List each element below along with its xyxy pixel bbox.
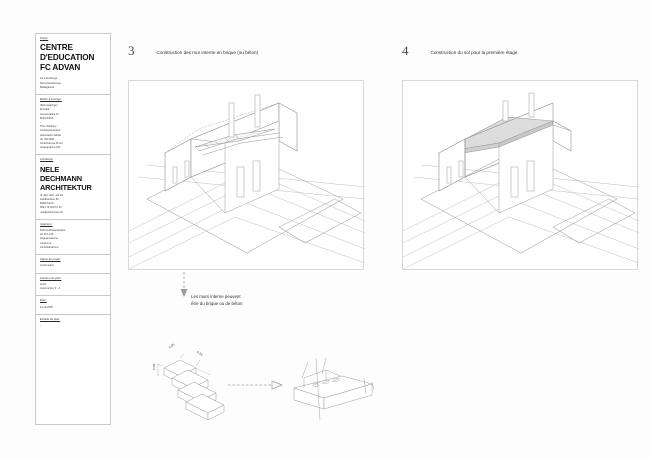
- project-address-line-2: Sud Antsaharoasy: [40, 81, 62, 85]
- project-address-line-1: sis à Ambenga: [40, 77, 58, 81]
- brick-detail-drawing: 0.05 0.18 0.08: [150, 343, 260, 426]
- plan-content-label: Contenu du plan:: [40, 276, 62, 280]
- client-b-line-3: Association Advan: [40, 133, 62, 137]
- engineer-line-5: Ambohidratrimo: [40, 245, 59, 249]
- panel-3-drawing-frame: [128, 80, 365, 270]
- status-value: construction: [40, 264, 54, 268]
- project-name: CENTRE D'EDUCATION FC ADVAN: [40, 43, 106, 73]
- architect-contact: dr. dipl. arch. eth etc Huetlistrasse 50…: [40, 194, 106, 215]
- panel-4-title: Construction du sol pour la première éta…: [430, 50, 519, 55]
- architect-contact-line-3: 8008 Zürich: [40, 202, 54, 206]
- wall-joint-detail-drawing: [286, 356, 382, 426]
- project-name-line-1: CENTRE: [40, 43, 73, 53]
- panel-3-number: 3: [128, 43, 135, 58]
- brick-dimension-height: 0.08: [152, 363, 156, 370]
- title-block: Projet: CENTRE D'EDUCATION FC ADVAN sis …: [35, 33, 111, 425]
- flow-arrow-down: [178, 272, 190, 303]
- plan-content-value-1: école: [40, 282, 47, 286]
- project-name-line-3: FC ADVAN: [40, 63, 81, 73]
- project-label: Projet:: [40, 37, 49, 40]
- panel-4-header: 4 Construction du sol pour la première é…: [402, 44, 519, 57]
- scale-label: Echelle du plan:: [40, 317, 61, 321]
- titleblock-section-status: Status du projet: construction: [36, 255, 110, 274]
- engineer-line-4: Ceonome: [40, 241, 52, 245]
- panel-3-title: Construction des mur interne en brique (…: [156, 50, 259, 55]
- project-name-line-2: D'EDUCATION: [40, 53, 95, 63]
- client-separator: -: [40, 121, 106, 125]
- plan-content-value-2: construction 3 - 4: [40, 287, 60, 291]
- panel-4-number: 4: [402, 43, 409, 58]
- client-b-line-2: Ambitsoamanjaro: [40, 129, 61, 133]
- titleblock-section-architect: Architecte: NELE DECHMANN ARCHITEKTUR dr…: [36, 155, 110, 220]
- date-value: 11.12.2005: [40, 305, 53, 309]
- titleblock-section-client: Maître d'ouvrage: Viktor Hänziger El Lok…: [36, 95, 110, 156]
- titleblock-section-engineer: Ingénieur: Nofi Ambitsoamanjaro tel. B.A…: [36, 220, 110, 256]
- architect-contact-line-4: 0041 79 260 57 10: [40, 206, 62, 210]
- engineer-line-2: tel. B.A 146: [40, 233, 54, 237]
- client-label: Maître d'ouvrage:: [40, 97, 62, 101]
- architect-contact-email: nele@dechmann.ch: [40, 210, 64, 214]
- client-address-b: Titus Solohery Ambitsoamanjaro Associati…: [40, 125, 106, 150]
- client-b-line-1: Titus Solohery: [40, 125, 57, 129]
- architect-name-line-3: ARCHITEKTUR: [40, 182, 92, 192]
- scale-value: -: [40, 324, 41, 328]
- titleblock-section-date: Date: 11.12.2005: [36, 296, 110, 315]
- panel-3-isometric-drawing: [129, 94, 365, 270]
- client-b-line-6: Antananarivo-101: [40, 146, 61, 150]
- status-label: Status du projet:: [40, 258, 61, 262]
- client-a-line-3: Gessnerallee 11: [40, 112, 59, 116]
- engineer-line-3: Anjanamiavona: [40, 237, 58, 241]
- architect-label: Architecte:: [40, 158, 54, 162]
- date-label: Date:: [40, 299, 47, 303]
- project-address-line-3: Madagascar: [40, 85, 55, 89]
- titleblock-section-plan-content: Contenu du plan: école construction 3 - …: [36, 274, 110, 297]
- engineer-contact: Nofi Ambitsoamanjaro tel. B.A 146 Anjana…: [40, 229, 106, 250]
- panel-4-isometric-drawing: [403, 92, 639, 270]
- titleblock-section-project: Projet: CENTRE D'EDUCATION FC ADVAN sis …: [36, 34, 110, 95]
- client-address-a: Viktor Hänziger El Lokal Gessnerallee 11…: [40, 104, 106, 121]
- engineer-line-1: Nofi Ambitsoamanjaro: [40, 229, 66, 233]
- client-b-line-5: Ambondrona 46 rez: [40, 141, 63, 145]
- titleblock-section-scale: Echelle du plan: -: [36, 315, 110, 333]
- wall-material-annotation: Les murs interne peuvent être du brique …: [191, 294, 243, 308]
- client-a-line-4: 8004 Zürich: [40, 116, 54, 120]
- annotation-line-1: Les murs interne peuvent: [191, 294, 241, 299]
- architect-name-line-2: DECHMANN: [40, 173, 82, 183]
- panel-4-drawing-frame: [402, 80, 639, 270]
- architect-contact-line-2: Huetlistrasse 50: [40, 197, 59, 201]
- panel-3-header: 3 Construction des mur interne en brique…: [128, 44, 258, 57]
- architect-contact-line-1: dr. dipl. arch. eth etc: [40, 193, 64, 197]
- annotation-line-2: être du brique ou de béton: [191, 300, 243, 306]
- client-separator-mark: -: [40, 121, 41, 125]
- engineer-label: Ingénieur:: [40, 222, 53, 226]
- client-b-line-4: tél. 3011394: [40, 137, 55, 141]
- architect-name-line-1: NELE: [40, 164, 60, 174]
- client-a-line-2: El Lokal: [40, 108, 50, 112]
- project-address: sis à Ambenga Sud Antsaharoasy Madagasca…: [40, 77, 106, 90]
- architect-name: NELE DECHMANN ARCHITEKTUR: [40, 165, 106, 192]
- detail-flow-arrow: [228, 378, 284, 396]
- client-a-line-1: Viktor Hänziger: [40, 104, 58, 108]
